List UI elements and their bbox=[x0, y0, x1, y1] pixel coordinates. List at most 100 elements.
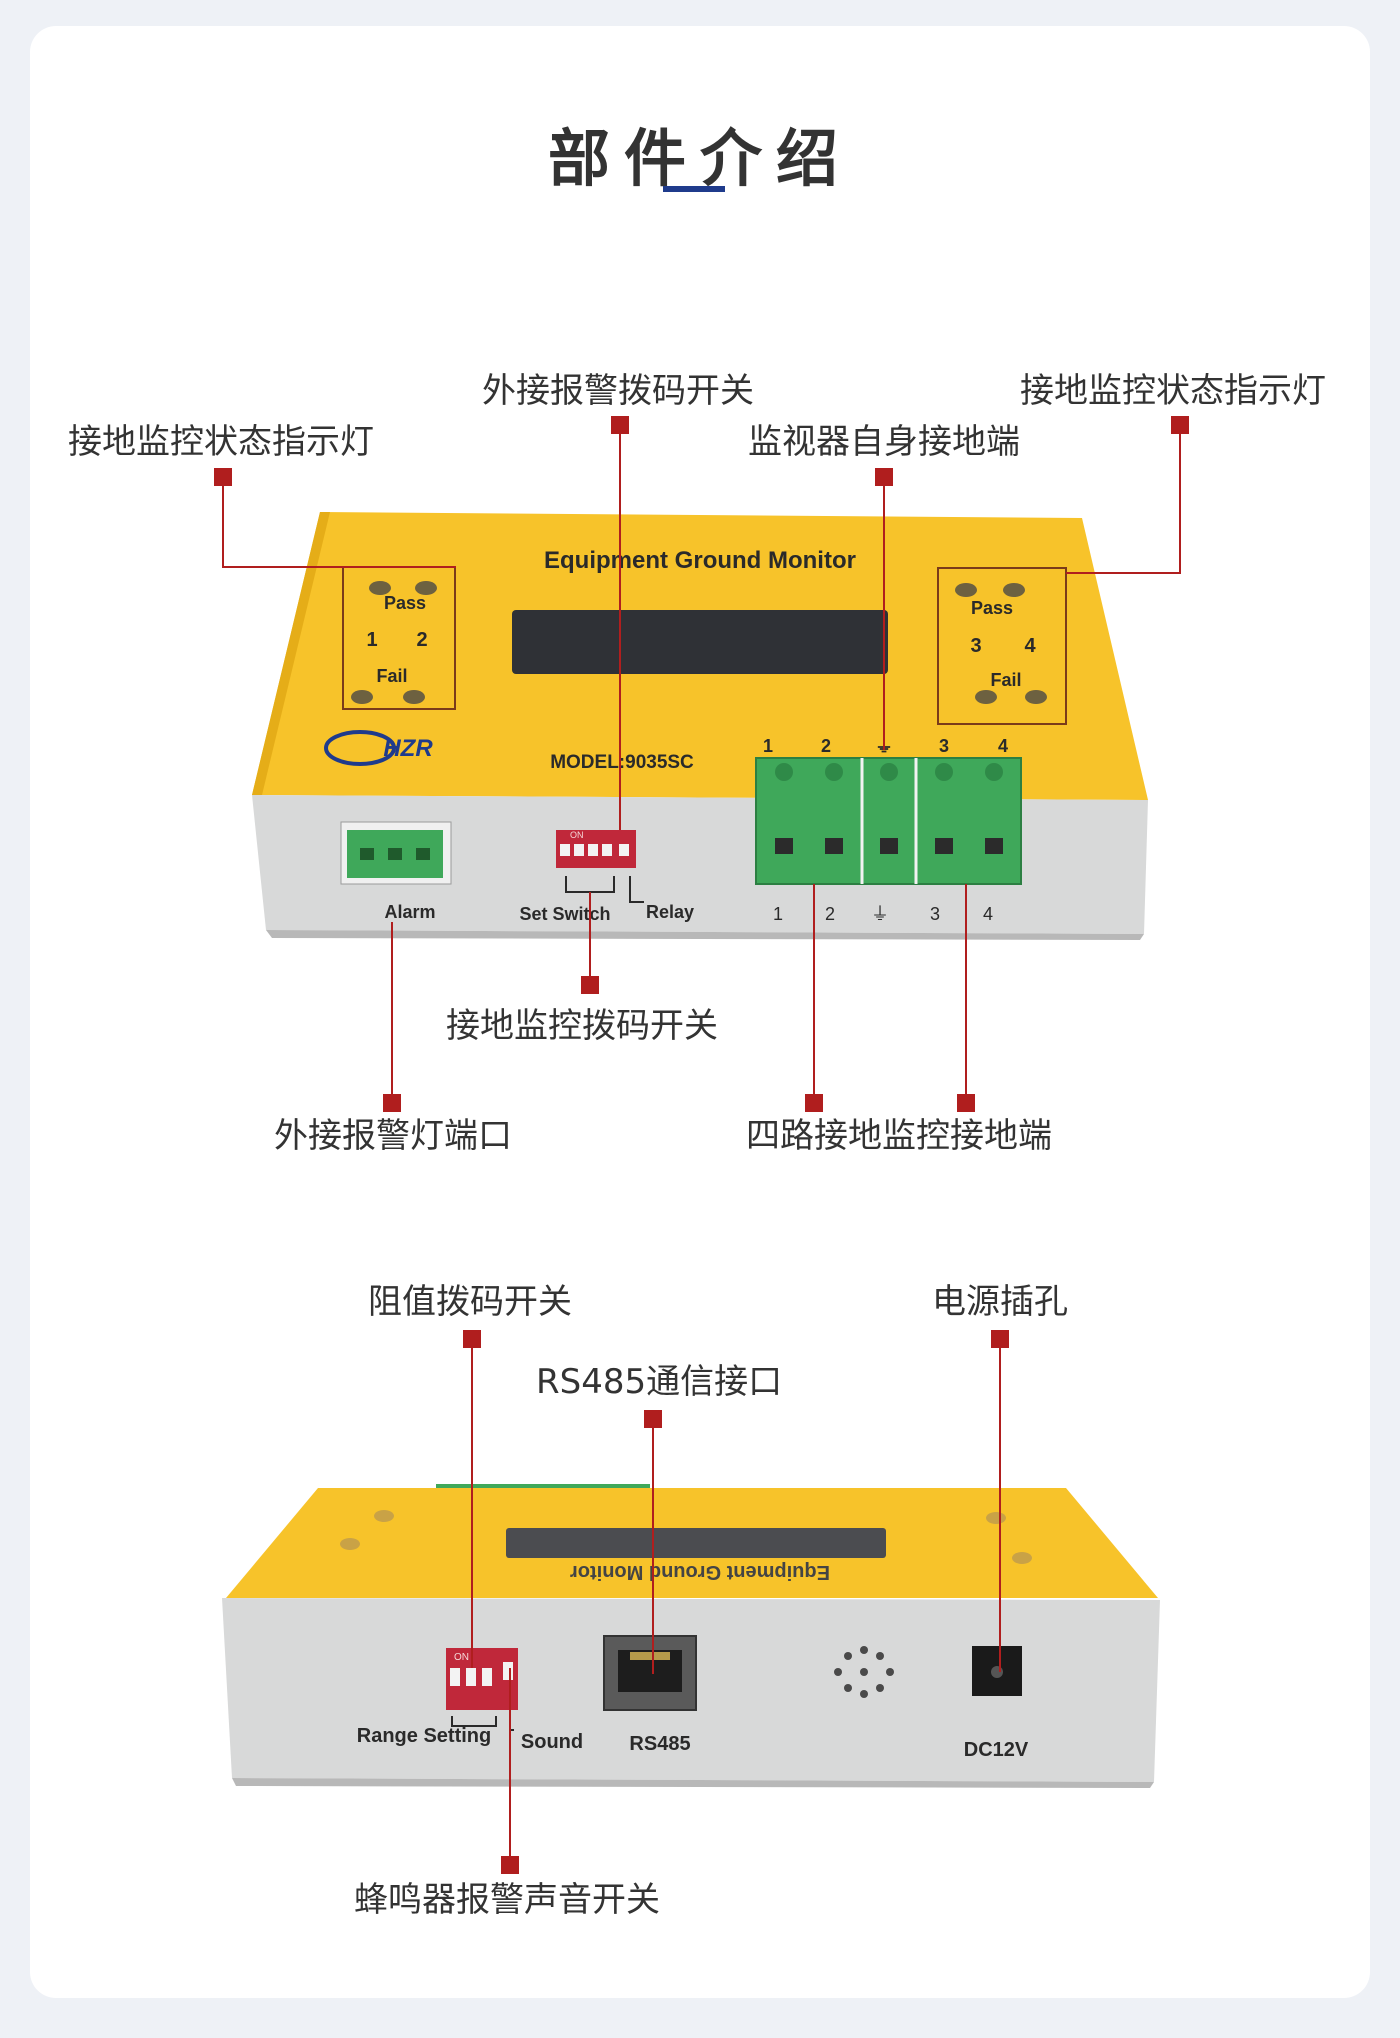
back-face-bottom bbox=[232, 1778, 1154, 1788]
marker-power-jack bbox=[991, 1330, 1009, 1348]
left-pass-label: Pass bbox=[384, 593, 426, 613]
led-pass-1 bbox=[369, 581, 391, 595]
device-front-illustration: Equipment Ground Monitor Pass 1 2 Fail P… bbox=[252, 512, 1148, 940]
back-lcd bbox=[506, 1528, 886, 1558]
rs485-port-pins bbox=[630, 1652, 670, 1660]
line-resistance-dip bbox=[471, 1348, 473, 1668]
dip-lever-3 bbox=[588, 844, 598, 856]
marker-buzzer-switch bbox=[501, 1856, 519, 1874]
terminal-top-label-2: 2 bbox=[821, 736, 831, 756]
brand-logo bbox=[324, 730, 396, 766]
buzzer-hole-9 bbox=[860, 1668, 868, 1676]
label-ground-dip-switch: 接地监控拨码开关 bbox=[446, 1006, 718, 1046]
label-power-jack: 电源插孔 bbox=[932, 1282, 1068, 1322]
label-buzzer-switch: 蜂鸣器报警声音开关 bbox=[354, 1880, 660, 1920]
device-back-illustration: Equipment Ground Monitor ON Range Settin… bbox=[222, 1484, 1160, 1788]
back-led-1 bbox=[374, 1510, 394, 1522]
label-four-ground-terminals: 四路接地监控接地端 bbox=[746, 1116, 1052, 1156]
terminal-top-label-3: 3 bbox=[939, 736, 949, 756]
label-resistance-dip-switch: 阻值拨码开关 bbox=[368, 1282, 572, 1322]
label-rs485-port: RS485通信接口 bbox=[536, 1362, 783, 1402]
range-dip-lever-2 bbox=[466, 1668, 476, 1686]
left-fail-label: Fail bbox=[376, 666, 407, 686]
dip-lever-1 bbox=[560, 844, 570, 856]
terminal-block bbox=[755, 757, 1022, 885]
range-dip-lever-1 bbox=[450, 1668, 460, 1686]
terminal-screw-ground bbox=[880, 763, 898, 781]
terminal-slot-2 bbox=[825, 838, 843, 854]
terminal-bottom-label-4: 4 bbox=[983, 904, 993, 924]
label-self-ground-terminal: 监视器自身接地端 bbox=[748, 422, 1020, 462]
led-pass-4 bbox=[1003, 583, 1025, 597]
buzzer-hole-3 bbox=[886, 1668, 894, 1676]
buzzer-hole-4 bbox=[876, 1684, 884, 1692]
brand-text: HZR bbox=[383, 735, 433, 762]
line-buzzer-switch bbox=[509, 1668, 511, 1858]
terminal-bottom-label-1: 1 bbox=[773, 904, 783, 924]
buzzer-hole-7 bbox=[834, 1668, 842, 1676]
range-bracket bbox=[451, 1716, 497, 1727]
marker-ground-dip bbox=[581, 976, 599, 994]
marker-four-ground-b bbox=[957, 1094, 975, 1112]
marker-resistance-dip bbox=[463, 1330, 481, 1348]
range-dip-on: ON bbox=[454, 1652, 469, 1663]
label-alarm-light-port: 外接报警灯端口 bbox=[274, 1116, 512, 1156]
alarm-port-pin-2 bbox=[388, 848, 402, 860]
led-fail-4 bbox=[1025, 690, 1047, 704]
right-pass-label: Pass bbox=[971, 598, 1013, 618]
terminal-screw-4 bbox=[985, 763, 1003, 781]
back-led-2 bbox=[340, 1538, 360, 1550]
terminal-top-label-1: 1 bbox=[763, 736, 773, 756]
terminal-slot-ground bbox=[880, 838, 898, 854]
line-ground-indicator-left-h bbox=[222, 566, 456, 568]
line-self-ground bbox=[883, 486, 885, 750]
line-ground-indicator-right-v bbox=[1179, 434, 1181, 574]
right-ch4-label: 4 bbox=[1024, 635, 1036, 657]
line-alarm-dip bbox=[619, 434, 621, 830]
panel-title-text: Equipment Ground Monitor bbox=[544, 547, 856, 574]
marker-ground-indicator-right bbox=[1171, 416, 1189, 434]
relay-bracket bbox=[629, 876, 644, 903]
terminal-slot-4 bbox=[985, 838, 1003, 854]
rs485-label: RS485 bbox=[629, 1733, 690, 1755]
page-title: 部件介绍 bbox=[547, 122, 852, 195]
back-led-4 bbox=[1012, 1552, 1032, 1564]
led-fail-1 bbox=[351, 690, 373, 704]
marker-alarm-dip bbox=[611, 416, 629, 434]
lcd-screen bbox=[512, 610, 888, 674]
alarm-port-pin-3 bbox=[416, 848, 430, 860]
sound-dip-lever bbox=[503, 1662, 513, 1680]
line-ground-dip bbox=[589, 892, 591, 978]
line-four-ground-b bbox=[965, 884, 967, 1096]
terminal-slot-3 bbox=[935, 838, 953, 854]
led-pass-2 bbox=[415, 581, 437, 595]
led-pass-3 bbox=[955, 583, 977, 597]
alarm-port-pin-1 bbox=[360, 848, 374, 860]
terminal-screw-1 bbox=[775, 763, 793, 781]
relay-label: Relay bbox=[646, 902, 694, 922]
front-top-panel-shade bbox=[252, 512, 330, 795]
dip-lever-relay bbox=[619, 844, 629, 856]
sound-label: Sound bbox=[521, 1731, 583, 1753]
model-text: MODEL:9035SC bbox=[550, 752, 694, 773]
marker-alarm-light bbox=[383, 1094, 401, 1112]
buzzer-hole-1 bbox=[860, 1646, 868, 1654]
range-setting-label: Range Setting bbox=[357, 1725, 491, 1747]
terminal-screw-3 bbox=[935, 763, 953, 781]
front-face-bottom bbox=[266, 930, 1144, 940]
left-ch1-label: 1 bbox=[366, 629, 377, 651]
range-dip-lever-3 bbox=[482, 1668, 492, 1686]
terminal-bottom-label-2: 2 bbox=[825, 904, 835, 924]
back-led-3 bbox=[986, 1512, 1006, 1524]
right-indicator-box bbox=[937, 567, 1067, 725]
marker-four-ground-a bbox=[805, 1094, 823, 1112]
terminal-bottom-label-ground: ⏚ bbox=[871, 904, 889, 924]
dc-jack-hole bbox=[991, 1666, 1003, 1678]
marker-self-ground bbox=[875, 468, 893, 486]
led-fail-2 bbox=[403, 690, 425, 704]
buzzer-hole-8 bbox=[844, 1652, 852, 1660]
terminal-bottom-label-3: 3 bbox=[930, 904, 940, 924]
right-ch3-label: 3 bbox=[970, 635, 981, 657]
set-switch-label: Set Switch bbox=[519, 904, 610, 924]
set-switch-dip-on: ON bbox=[570, 830, 584, 840]
